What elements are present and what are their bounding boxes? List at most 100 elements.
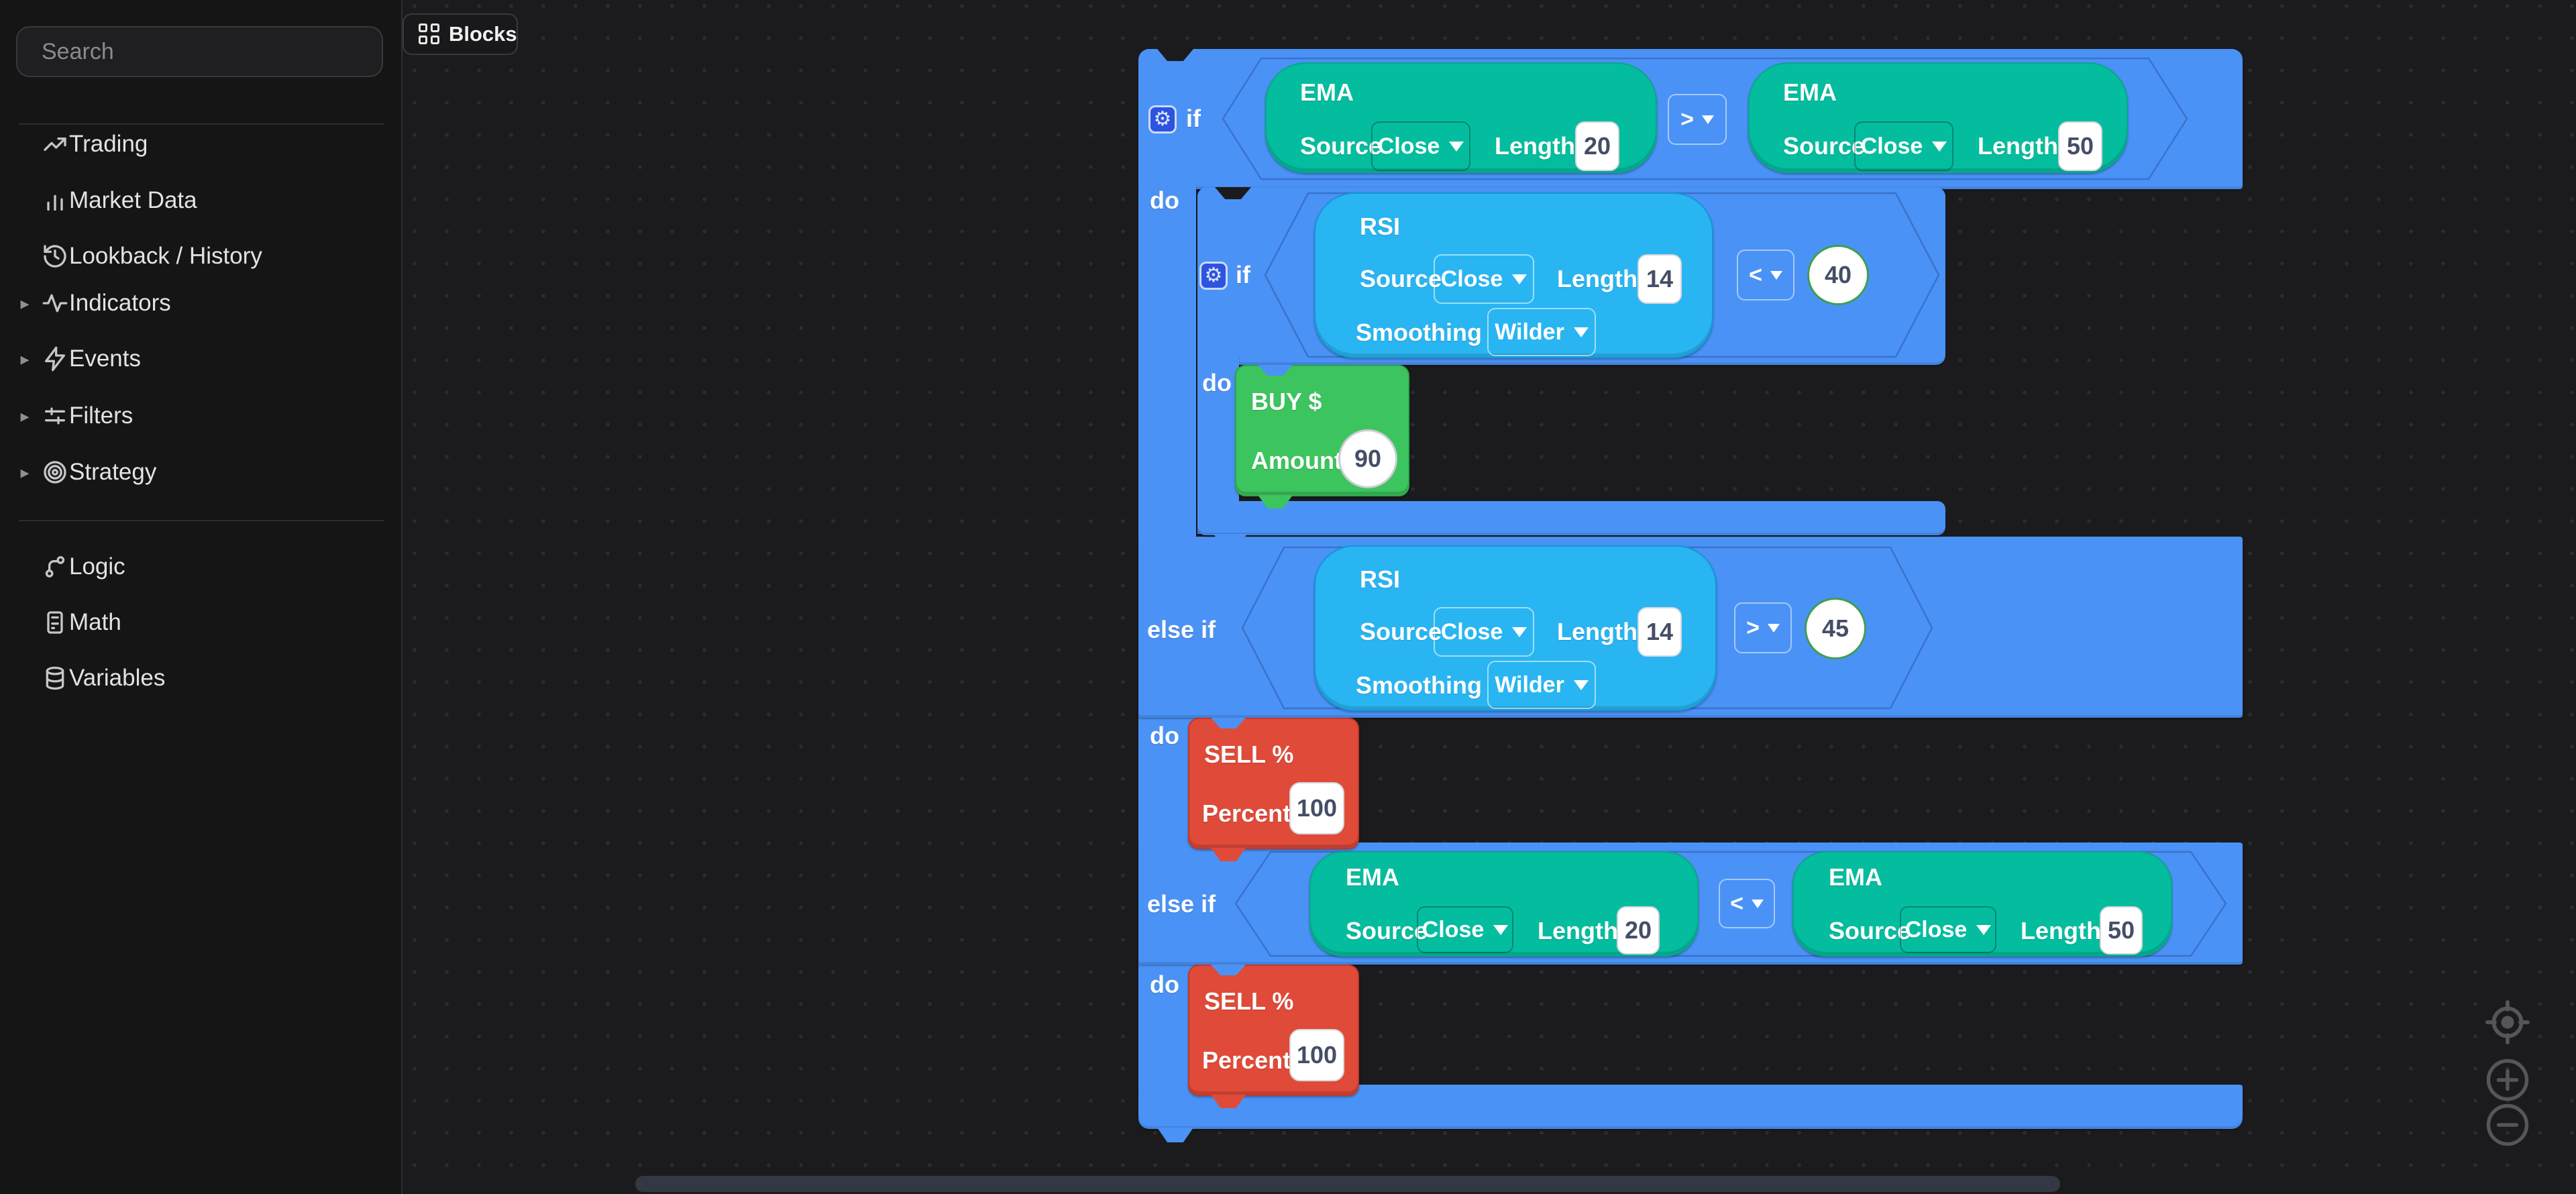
blocks-tab-label: Blocks bbox=[449, 22, 517, 46]
field-label: Source bbox=[1829, 917, 1911, 944]
length-field[interactable]: 20 bbox=[1617, 906, 1660, 955]
source-dropdown[interactable]: Close bbox=[1854, 121, 1953, 171]
operator-value: < bbox=[1749, 262, 1762, 288]
sidebar-item-indicators[interactable]: ▸ Indicators bbox=[0, 284, 402, 322]
sidebar-item-market-data[interactable]: Market Data bbox=[0, 182, 402, 219]
percent-field[interactable]: 100 bbox=[1289, 782, 1344, 834]
chevron-right-icon[interactable]: ▸ bbox=[20, 348, 30, 369]
block-title: SELL % bbox=[1204, 987, 1294, 1015]
number-value: 40 bbox=[1824, 261, 1852, 288]
sidebar: Trading Market Data Lookback / History ▸… bbox=[0, 0, 402, 1194]
field-label: Source bbox=[1783, 132, 1866, 160]
comparison-dropdown[interactable]: < bbox=[1719, 879, 1775, 928]
chevron-down-icon bbox=[1767, 623, 1780, 633]
blocks-grid-icon bbox=[419, 23, 439, 45]
tab-blocks[interactable]: Blocks bbox=[402, 13, 518, 55]
chevron-right-icon[interactable]: ▸ bbox=[20, 405, 30, 426]
source-dropdown[interactable]: Close bbox=[1417, 906, 1513, 953]
sidebar-item-label: Market Data bbox=[69, 187, 197, 213]
sidebar-item-label: Events bbox=[69, 345, 141, 372]
field-label: Length bbox=[1978, 132, 2058, 160]
operator-value: < bbox=[1730, 890, 1743, 916]
length-field[interactable]: 14 bbox=[1638, 607, 1682, 657]
sidebar-item-label: Variables bbox=[69, 665, 166, 691]
dropdown-value: Wilder bbox=[1495, 319, 1564, 345]
sidebar-item-label: Filters bbox=[69, 402, 133, 429]
ema-block[interactable]: EMA Source Close Length 50 bbox=[1792, 851, 2172, 957]
chevron-down-icon bbox=[1932, 141, 1947, 152]
dropdown-value: Close bbox=[1421, 916, 1485, 942]
smoothing-dropdown[interactable]: Wilder bbox=[1487, 308, 1596, 356]
length-field[interactable]: 50 bbox=[2058, 121, 2102, 171]
source-dropdown[interactable]: Close bbox=[1371, 121, 1470, 171]
buy-block[interactable]: BUY $ Amount 90 bbox=[1235, 365, 1409, 496]
database-icon bbox=[40, 663, 70, 693]
sidebar-item-label: Trading bbox=[69, 131, 148, 157]
search-input[interactable] bbox=[16, 26, 383, 77]
zoom-reset-button[interactable] bbox=[2482, 997, 2533, 1048]
chevron-down-icon bbox=[1770, 270, 1782, 280]
ema-block[interactable]: EMA Source Close Length 50 bbox=[1748, 62, 2128, 173]
zap-icon bbox=[40, 344, 70, 374]
operator-value: > bbox=[1680, 106, 1694, 132]
source-dropdown[interactable]: Close bbox=[1434, 254, 1534, 304]
sidebar-item-strategy[interactable]: ▸ Strategy bbox=[0, 453, 402, 491]
length-field[interactable]: 50 bbox=[2100, 906, 2143, 955]
divider bbox=[19, 520, 384, 521]
smoothing-dropdown[interactable]: Wilder bbox=[1487, 661, 1596, 709]
sidebar-item-label: Strategy bbox=[69, 459, 157, 485]
number-block[interactable]: 45 bbox=[1805, 598, 1866, 659]
percent-field[interactable]: 100 bbox=[1289, 1029, 1344, 1081]
sidebar-item-label: Lookback / History bbox=[69, 243, 262, 269]
sell-block[interactable]: SELL % Percent 100 bbox=[1188, 718, 1359, 849]
field-label: Percent bbox=[1202, 800, 1291, 827]
gear-icon[interactable] bbox=[1148, 105, 1177, 133]
chevron-right-icon[interactable]: ▸ bbox=[20, 292, 30, 313]
sidebar-item-logic[interactable]: Logic bbox=[0, 548, 402, 586]
horizontal-scrollbar[interactable] bbox=[635, 1176, 2060, 1192]
gear-icon[interactable] bbox=[1199, 262, 1228, 290]
sidebar-item-filters[interactable]: ▸ Filters bbox=[0, 397, 402, 435]
if-keyword: if bbox=[1186, 105, 1201, 132]
source-dropdown[interactable]: Close bbox=[1900, 906, 1996, 953]
source-dropdown[interactable]: Close bbox=[1434, 607, 1534, 657]
chevron-right-icon[interactable]: ▸ bbox=[20, 462, 30, 482]
sidebar-item-label: Math bbox=[69, 609, 121, 635]
sidebar-item-math[interactable]: Math bbox=[0, 604, 402, 641]
field-label: Source bbox=[1300, 132, 1383, 160]
zoom-out-button[interactable] bbox=[2483, 1101, 2532, 1149]
rsi-block[interactable]: RSI Source Close Length 14 Smoothing Wil… bbox=[1314, 545, 1717, 711]
zoom-in-button[interactable] bbox=[2483, 1056, 2532, 1104]
operator-value: > bbox=[1746, 614, 1760, 641]
rsi-block[interactable]: RSI Source Close Length 14 Smoothing Wil… bbox=[1314, 193, 1713, 358]
length-value: 50 bbox=[2107, 916, 2135, 944]
if-keyword: if bbox=[1236, 261, 1250, 288]
length-field[interactable]: 14 bbox=[1638, 254, 1682, 304]
number-block[interactable]: 40 bbox=[1807, 245, 1869, 305]
top-notch bbox=[1211, 965, 1246, 975]
comparison-dropdown[interactable]: > bbox=[1734, 602, 1792, 653]
history-icon bbox=[40, 241, 70, 271]
top-notch bbox=[1157, 49, 1193, 61]
sidebar-item-events[interactable]: ▸ Events bbox=[0, 340, 402, 378]
amount-field[interactable]: 90 bbox=[1338, 429, 1397, 488]
nested-if-footer[interactable] bbox=[1197, 501, 1945, 535]
percent-value: 100 bbox=[1296, 794, 1338, 822]
dropdown-value: Close bbox=[1377, 133, 1440, 159]
chevron-down-icon bbox=[1573, 327, 1589, 337]
sell-block[interactable]: SELL % Percent 100 bbox=[1188, 965, 1359, 1096]
sidebar-item-trading[interactable]: Trading bbox=[0, 125, 402, 163]
target-icon bbox=[40, 457, 70, 487]
length-value: 20 bbox=[1624, 916, 1652, 944]
ema-block[interactable]: EMA Source Close Length 20 bbox=[1265, 62, 1657, 173]
ema-block[interactable]: EMA Source Close Length 20 bbox=[1309, 851, 1699, 957]
block-title: EMA bbox=[1829, 863, 1882, 891]
sidebar-item-variables[interactable]: Variables bbox=[0, 659, 402, 697]
field-label: Percent bbox=[1202, 1046, 1291, 1074]
top-notch bbox=[1215, 187, 1251, 199]
comparison-dropdown[interactable]: < bbox=[1737, 250, 1794, 301]
length-field[interactable]: 20 bbox=[1575, 121, 1619, 171]
sidebar-item-lookback-history[interactable]: Lookback / History bbox=[0, 237, 402, 275]
block-title: RSI bbox=[1360, 213, 1401, 240]
comparison-dropdown[interactable]: > bbox=[1668, 94, 1727, 145]
